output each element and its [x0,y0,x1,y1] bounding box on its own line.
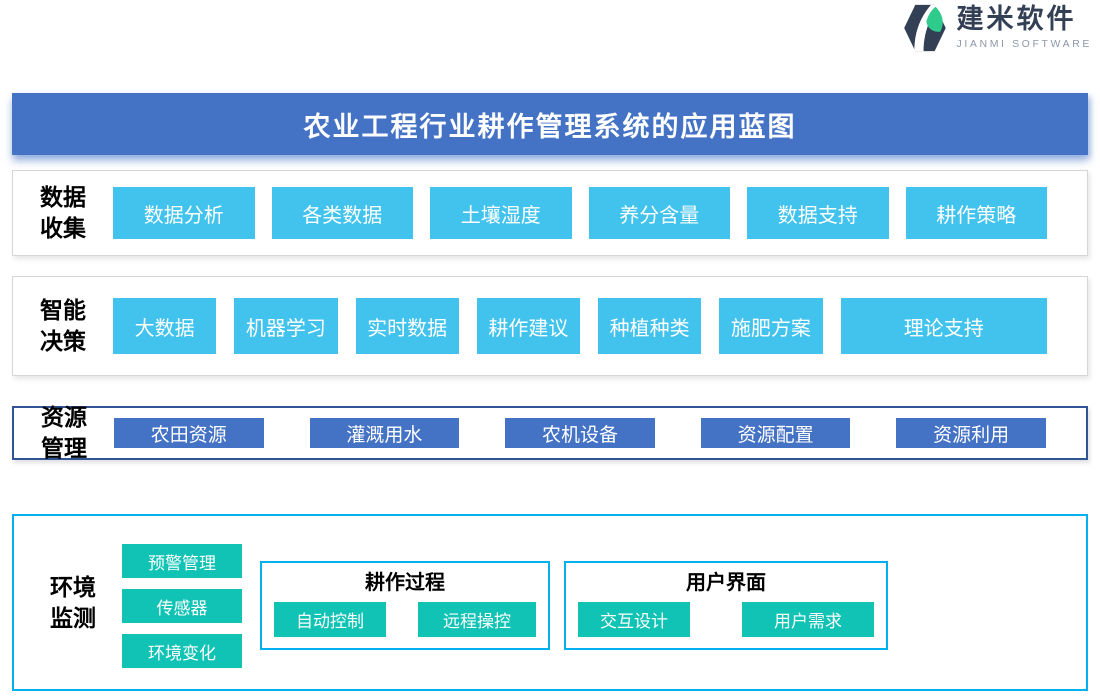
section-label-smart-decision: 智能 决策 [13,295,113,357]
logo-text: 建米软件 JIANMI SOFTWARE [957,6,1092,50]
label-line: 监测 [50,605,96,631]
data-collection-item: 数据分析 [113,187,255,239]
page-title: 农业工程行业耕作管理系统的应用蓝图 [303,111,797,142]
label-line: 数据 [40,184,86,210]
data-collection-item: 耕作策略 [905,187,1047,239]
section-smart-decision: 智能 决策 大数据 机器学习 实时数据 耕作建议 种植种类 施肥方案 理论支持 [12,276,1088,376]
section-label-environment-monitoring: 环境 监测 [28,571,118,633]
environment-item: 预警管理 [122,544,242,578]
user-interface-item: 用户需求 [742,602,874,637]
smart-decision-item: 耕作建议 [476,298,580,354]
section-data-collection: 数据 收集 数据分析 各类数据 土壤湿度 养分含量 数据支持 耕作策略 [12,170,1088,256]
label-line: 资源 [41,404,87,430]
smart-decision-item: 实时数据 [355,298,459,354]
data-collection-items: 数据分析 各类数据 土壤湿度 养分含量 数据支持 耕作策略 [113,187,1087,239]
group-title-user-interface: 用户界面 [686,572,766,594]
farming-process-items: 自动控制 远程操控 [262,602,548,637]
resource-item: 资源利用 [896,418,1046,448]
resource-items: 农田资源 灌溉用水 农机设备 资源配置 资源利用 [114,418,1086,448]
user-interface-item: 交互设计 [578,602,690,637]
smart-decision-item: 种植种类 [598,298,702,354]
user-interface-items: 交互设计 用户需求 [566,602,886,637]
group-farming-process: 耕作过程 自动控制 远程操控 [260,561,550,650]
data-collection-item: 土壤湿度 [430,187,572,239]
section-resource-management: 资源 管理 农田资源 灌溉用水 农机设备 资源配置 资源利用 [12,405,1088,461]
section-environment-monitoring: 环境 监测 预警管理 传感器 环境变化 耕作过程 自动控制 远程操控 用户界面 … [12,514,1088,691]
label-line: 收集 [40,216,86,241]
group-title-farming-process: 耕作过程 [365,572,445,594]
label-line: 决策 [40,329,86,354]
environment-items: 预警管理 传感器 环境变化 [122,544,242,668]
section-label-data-collection: 数据 收集 [13,182,113,244]
data-collection-item: 养分含量 [588,187,730,239]
environment-item: 传感器 [122,589,242,623]
environment-item: 环境变化 [122,634,242,668]
label-line: 环境 [50,574,96,600]
smart-decision-item: 理论支持 [840,298,1047,354]
resource-item: 农田资源 [114,418,264,448]
logo-name: 建米软件 [956,4,1077,35]
logo: 建米软件 JIANMI SOFTWARE [901,4,1092,52]
farming-process-item: 自动控制 [274,602,386,637]
label-line: 管理 [41,436,87,461]
title-banner: 农业工程行业耕作管理系统的应用蓝图 [12,93,1088,155]
smart-decision-item: 机器学习 [234,298,338,354]
group-user-interface: 用户界面 交互设计 用户需求 [564,561,888,650]
smart-decision-item: 施肥方案 [719,298,823,354]
logo-subtitle: JIANMI SOFTWARE [956,38,1092,51]
jianmi-logo-icon [903,4,946,52]
smart-decision-items: 大数据 机器学习 实时数据 耕作建议 种植种类 施肥方案 理论支持 [113,298,1087,354]
farming-process-item: 远程操控 [418,602,536,637]
data-collection-item: 各类数据 [271,187,413,239]
smart-decision-item: 大数据 [113,298,217,354]
data-collection-item: 数据支持 [747,187,889,239]
resource-item: 农机设备 [505,418,655,448]
resource-item: 资源配置 [700,418,851,448]
section-label-resource-management: 资源 管理 [14,402,114,464]
label-line: 智能 [40,297,86,323]
resource-item: 灌溉用水 [309,418,460,448]
